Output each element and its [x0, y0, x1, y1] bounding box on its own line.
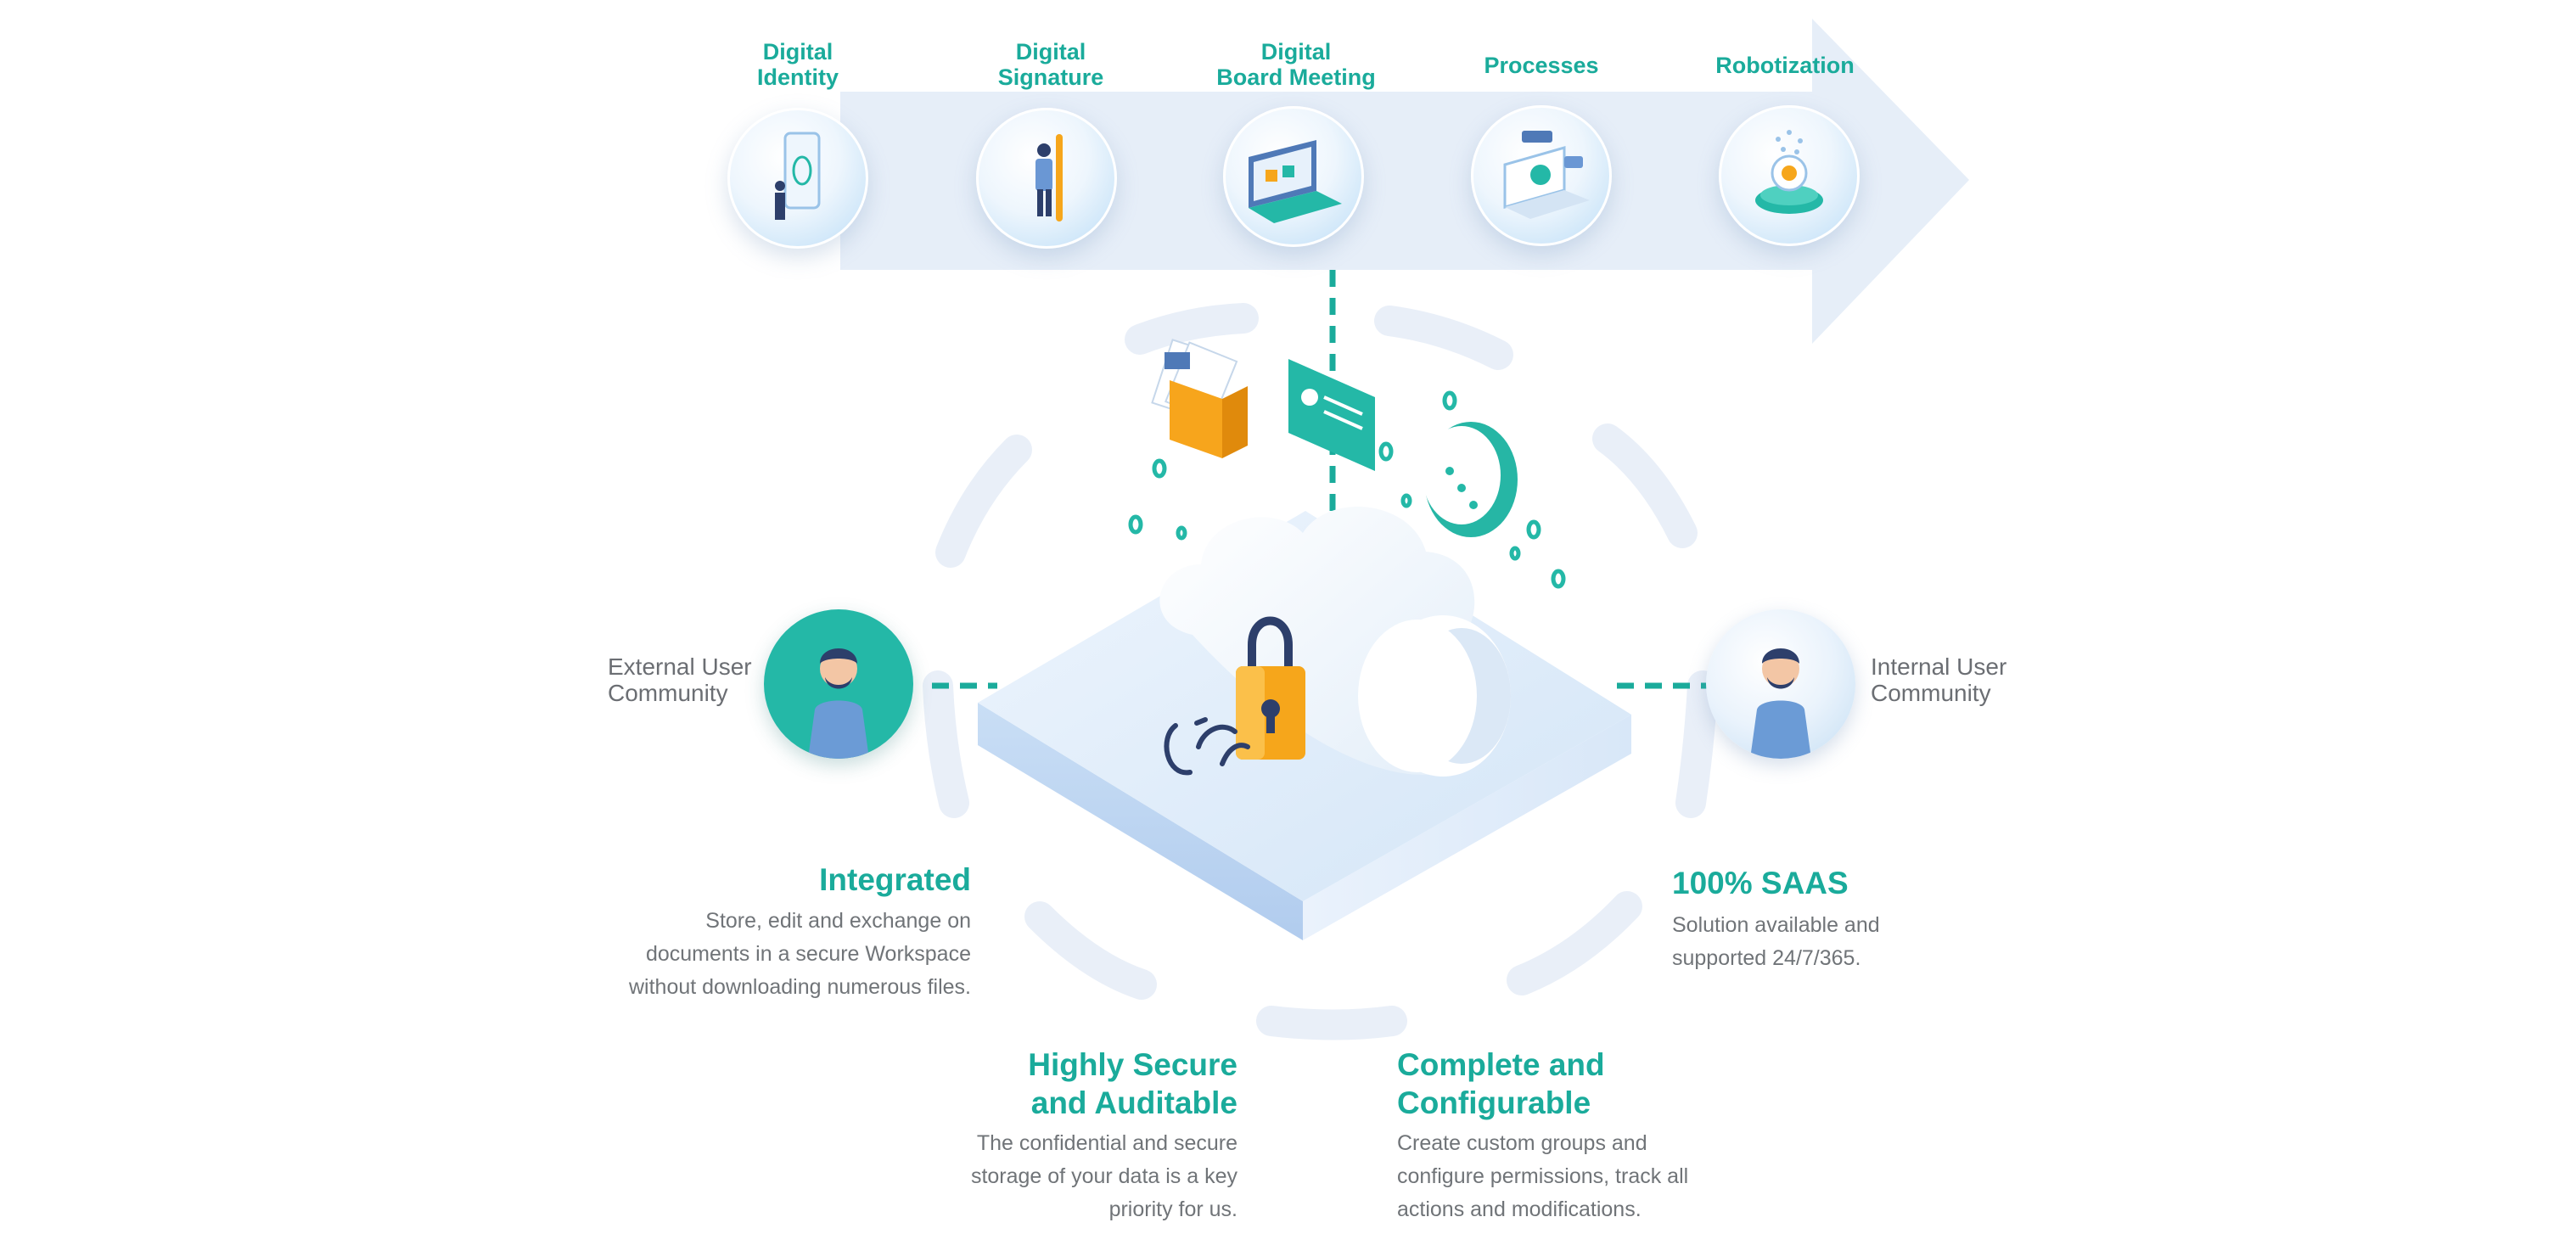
digital-identity-node [727, 108, 868, 249]
feature-title-configurable: Complete and Configurable [1397, 1047, 1605, 1120]
folder-icon [1151, 339, 1248, 458]
step-label-robotization: Robotization [1715, 53, 1855, 78]
digital-identity-icon [775, 132, 821, 220]
broken-chain-icon [1164, 717, 1250, 776]
step-label-processes: Processes [1484, 53, 1599, 78]
robotization-icon [1755, 130, 1823, 214]
feature-title-integrated: Integrated [819, 862, 971, 897]
feature-title-saas: 100% SAAS [1672, 866, 1849, 900]
external-user-community-label: External User Community [608, 653, 752, 706]
step-label-digital-signature: Digital Signature [997, 39, 1104, 90]
digital-signature-node [976, 108, 1117, 249]
step-label-digital-identity: Digital Identity [756, 39, 839, 90]
person-icon [808, 648, 869, 759]
internal-user-avatar [1706, 609, 1855, 759]
feature-desc-configurable: Create custom groups and configure permi… [1397, 1131, 1689, 1221]
person-icon [1750, 648, 1811, 759]
feature-desc-integrated: Store, edit and exchange on documents in… [628, 909, 971, 999]
feature-desc-saas: Solution available and supported 24/7/36… [1672, 913, 1880, 970]
id-card-icon [1288, 359, 1375, 471]
robotization-node [1719, 105, 1860, 246]
external-user-avatar [764, 609, 913, 759]
processes-icon [1503, 131, 1590, 219]
lock-icon [1236, 616, 1305, 760]
step-label-digital-board-meeting: Digital Board Meeting [1216, 39, 1376, 90]
processes-node [1471, 105, 1612, 246]
internal-user-community-label: Internal User Community [1871, 653, 2007, 706]
digital-signature-icon [1035, 134, 1063, 222]
chat-bubble-icon [1423, 422, 1518, 537]
decorative-dots [1128, 390, 1566, 589]
feature-desc-secure: The confidential and secure storage of y… [970, 1131, 1237, 1221]
board-meeting-node [1223, 106, 1364, 247]
cloud-icon [1159, 506, 1511, 777]
board-meeting-icon [1249, 140, 1342, 223]
feature-title-secure: Highly Secure and Auditable [1028, 1047, 1237, 1120]
